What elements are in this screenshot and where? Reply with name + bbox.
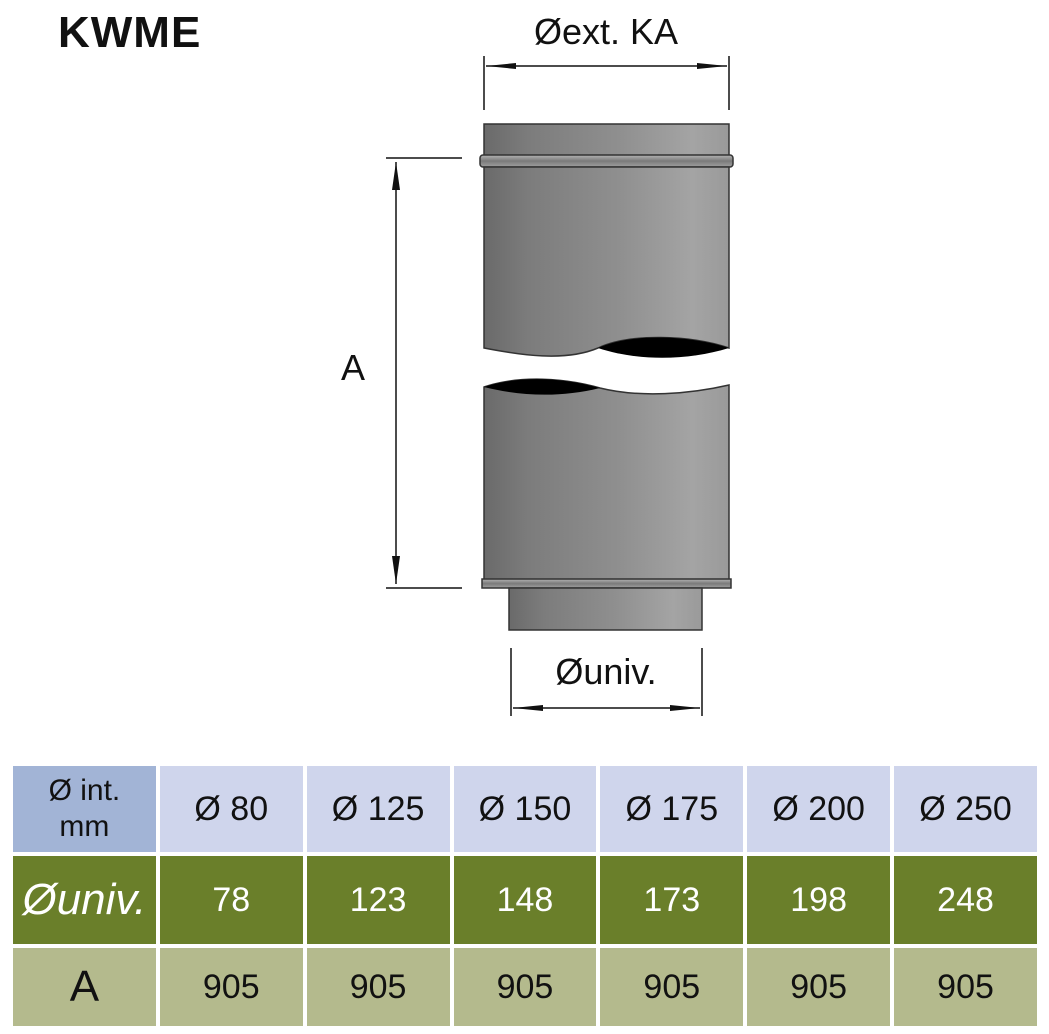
- length-cell: 905: [600, 948, 744, 1026]
- int-diameter-cell: Ø 80: [159, 766, 303, 853]
- length-label: A: [341, 347, 365, 388]
- pipe-break-upper: [598, 337, 729, 358]
- length-cell: 905: [747, 948, 891, 1026]
- univ-diameter-dimension: [510, 648, 703, 716]
- int-header-line2: mm: [59, 810, 110, 844]
- pipe-lower-body: [483, 378, 730, 581]
- length-header: A: [13, 948, 156, 1026]
- table-row-length: A 905 905 905 905 905 905: [13, 948, 1037, 1026]
- ext-diameter-dimension: [483, 56, 730, 110]
- product-title: KWME: [58, 8, 202, 57]
- pipe-spigot: [508, 587, 703, 631]
- table-row-int-diameter: Ø int. mm Ø 80 Ø 125 Ø 150 Ø 175 Ø 200 Ø…: [13, 766, 1037, 853]
- pipe-bottom-bead: [481, 578, 732, 589]
- int-diameter-cell: Ø 200: [747, 766, 891, 853]
- univ-diameter-cell: 123: [306, 856, 450, 945]
- pipe-ring-bead: [479, 154, 734, 168]
- int-diameter-header: Ø int. mm: [13, 766, 156, 853]
- length-cell: 905: [306, 948, 450, 1026]
- length-cell: 905: [159, 948, 303, 1026]
- table-row-univ-diameter: Øuniv. 78 123 148 173 198 248: [13, 856, 1037, 945]
- pipe-top-cap: [483, 123, 730, 157]
- ext-diameter-label: Øext. KA: [534, 11, 678, 52]
- univ-diameter-header: Øuniv.: [13, 856, 156, 945]
- int-header-line1: Ø int.: [48, 774, 121, 808]
- dimension-table: Ø int. mm Ø 80 Ø 125 Ø 150 Ø 175 Ø 200 Ø…: [9, 762, 1041, 1030]
- int-diameter-cell: Ø 150: [453, 766, 597, 853]
- univ-diameter-cell: 198: [747, 856, 891, 945]
- pipe-dimension-drawing: Øext. KA A Øuniv.: [341, 11, 734, 716]
- pipe-upper-body: [483, 166, 730, 357]
- univ-diameter-label: Øuniv.: [555, 651, 656, 692]
- length-cell: 905: [894, 948, 1037, 1026]
- length-dimension: [386, 157, 462, 589]
- int-diameter-cell: Ø 125: [306, 766, 450, 853]
- pipe-break-lower: [484, 379, 600, 395]
- univ-diameter-cell: 78: [159, 856, 303, 945]
- univ-diameter-cell: 173: [600, 856, 744, 945]
- univ-diameter-cell: 148: [453, 856, 597, 945]
- int-diameter-cell: Ø 250: [894, 766, 1037, 853]
- univ-diameter-cell: 248: [894, 856, 1037, 945]
- length-cell: 905: [453, 948, 597, 1026]
- int-diameter-cell: Ø 175: [600, 766, 744, 853]
